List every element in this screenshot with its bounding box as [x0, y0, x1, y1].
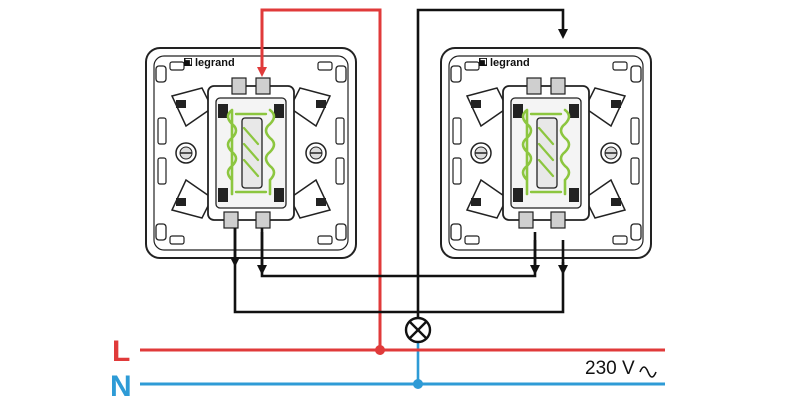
- traveler-wire-outer: [233, 228, 565, 314]
- live-label: L: [112, 335, 130, 368]
- neutral-label: N: [110, 370, 132, 403]
- switch-right: legrand: [440, 47, 652, 259]
- lamp-wire-to-right-switch: [416, 8, 568, 318]
- supply-voltage: 230 V: [585, 358, 635, 379]
- switch-right-brand: legrand: [490, 57, 530, 69]
- ac-wave-icon: [639, 366, 657, 378]
- brand-logo-icon: [478, 57, 488, 67]
- switch-left: legrand: [145, 47, 357, 259]
- lamp-icon: [404, 316, 432, 344]
- live-wire-switch-feed: [257, 8, 382, 348]
- brand-logo-icon: [183, 57, 193, 67]
- switch-left-brand: legrand: [195, 57, 235, 69]
- live-junction: [375, 345, 385, 355]
- neutral-junction: [413, 379, 423, 389]
